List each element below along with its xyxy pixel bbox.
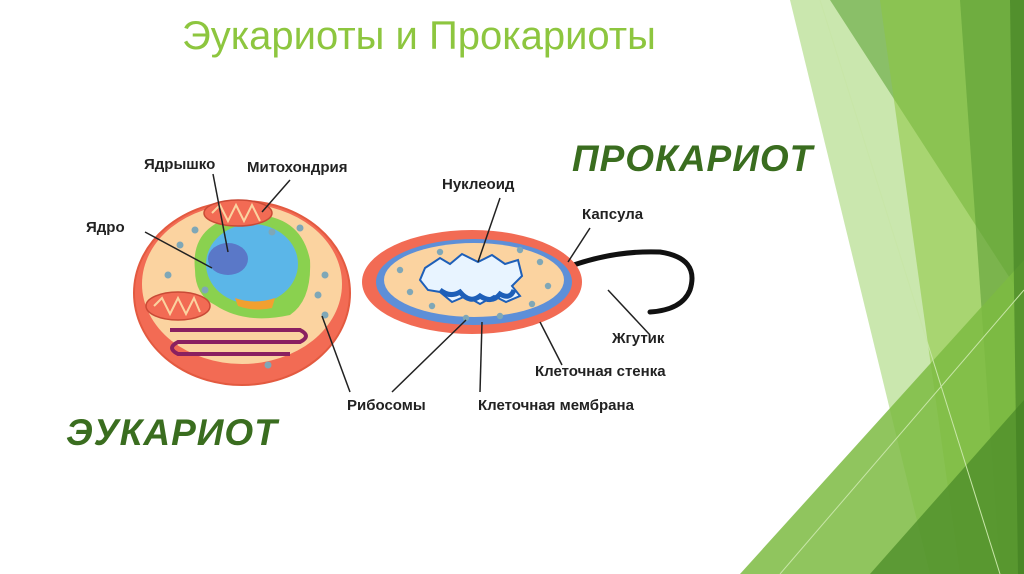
nucleus-orange-band: [235, 298, 275, 310]
eukaryote-cell: [133, 199, 351, 386]
line-cell-wall: [539, 321, 563, 366]
nucleolus-shape: [208, 243, 248, 275]
prokaryote-ribosomes: [396, 246, 552, 322]
line-nucleus: [144, 231, 213, 269]
label-flagellum: Жгутик: [612, 330, 665, 347]
label-mitochondria: Митохондрия: [247, 159, 348, 176]
label-nucleolus: Ядрышко: [144, 156, 216, 173]
line-membrane: [479, 321, 483, 393]
slide-title: Эукариоты и Прокариоты: [182, 14, 656, 58]
heading-eukaryote: ЭУКАРИОТ: [66, 412, 278, 453]
mitochondrion-left: [145, 291, 211, 321]
heading-prokaryote: ПРОКАРИОТ: [572, 138, 814, 179]
label-cell-membrane: Клеточная мембрана: [478, 397, 634, 414]
label-nucleoid: Нуклеоид: [442, 176, 515, 193]
label-lines: [144, 173, 651, 393]
mitochondrion-top: [203, 199, 273, 227]
line-capsule: [567, 227, 591, 263]
line-mitochondria: [261, 179, 291, 213]
golgi-apparatus: [170, 328, 308, 356]
line-flagellum: [607, 289, 651, 336]
line-ribosomes-euk: [321, 315, 351, 393]
flagellum-shape: [557, 249, 695, 315]
line-nucleolus: [212, 173, 229, 253]
label-ribosomes: Рибосомы: [347, 397, 426, 414]
line-nucleoid: [477, 197, 501, 263]
label-nucleus: Ядро: [86, 219, 125, 236]
eukaryote-ribosomes: [164, 224, 329, 369]
line-ribosomes-prok: [391, 319, 467, 393]
nucleoid-dna: [438, 287, 517, 302]
prokaryote-cell: [362, 230, 695, 334]
label-cell-wall: Клеточная стенка: [535, 363, 666, 380]
label-capsule: Капсула: [582, 206, 644, 223]
